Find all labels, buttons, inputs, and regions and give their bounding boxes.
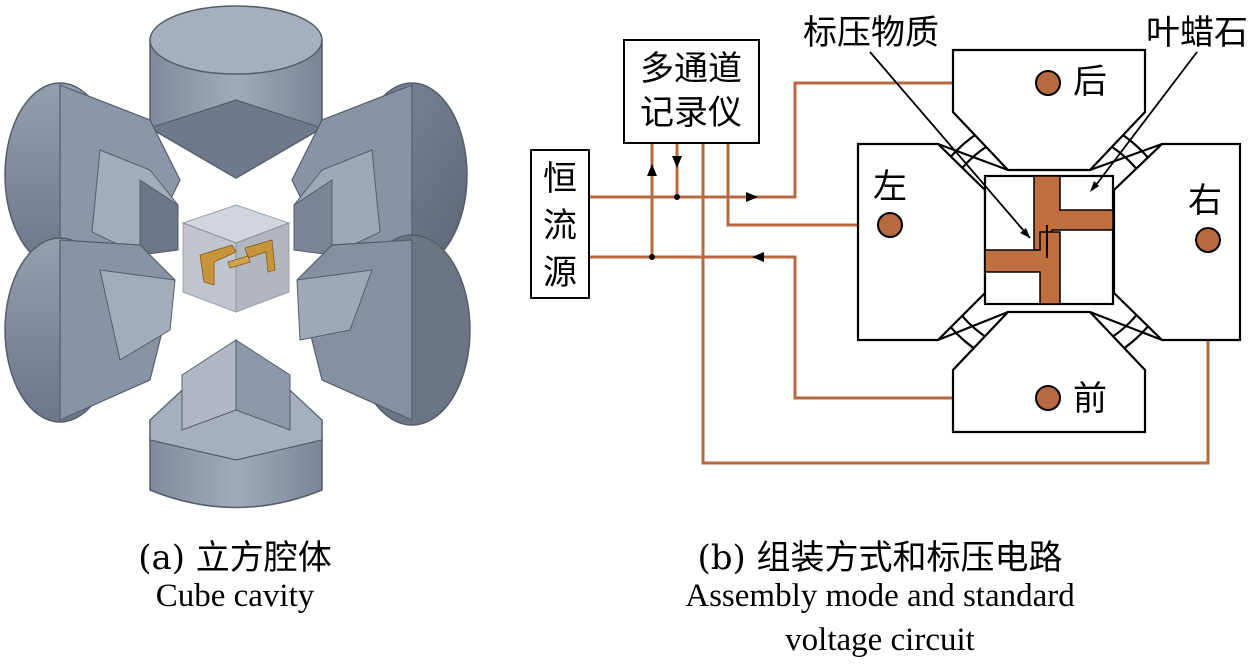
anvil-upper-left [4, 82, 181, 268]
anvil-upper-right [291, 82, 468, 268]
anvil-right-label: 右 [1188, 181, 1222, 221]
anvil-top [148, 5, 324, 179]
recorder-label-line1: 多通道 [640, 49, 742, 89]
cube-cavity-illustration [4, 5, 471, 509]
source-label-line1: 恒 [543, 159, 577, 199]
anvil-front-label: 前 [1073, 379, 1107, 419]
anvil-bottom [149, 339, 323, 509]
pointer-lines [869, 51, 1198, 239]
signal-arrows [647, 156, 764, 262]
sample-cube [181, 204, 291, 313]
source-label-line3: 源 [543, 253, 577, 293]
caption-b-zh: (b) 组装方式和标压电路 [697, 538, 1063, 578]
recorder-label-line2: 记录仪 [640, 93, 742, 133]
anvil-left-label: 左 [873, 167, 907, 207]
pyrophyllite-label: 叶蜡石 [1146, 13, 1248, 53]
electrodes [984, 175, 1114, 305]
anvil-right [1112, 142, 1242, 342]
multichannel-recorder: 多通道 记录仪 [623, 39, 760, 144]
anvil-lower-left [4, 237, 176, 423]
contacts [877, 70, 1221, 411]
wires [590, 81, 1210, 465]
circuit-schematic: 多通道 记录仪 恒 流 源 [530, 13, 1248, 465]
source-label-line2: 流 [543, 206, 577, 246]
anvil-lower-right [296, 234, 471, 426]
caption-a-zh: (a) 立方腔体 [138, 538, 332, 578]
caption-b-en-line1: Assembly mode and standard [685, 578, 1075, 614]
anvil-back-label: 后 [1073, 62, 1107, 102]
caption-b-en-line2: voltage circuit [785, 622, 975, 658]
caption-a-en: Cube cavity [155, 578, 315, 614]
constant-current-source: 恒 流 源 [530, 149, 590, 299]
calibrant-label: 标压物质 [803, 13, 939, 53]
